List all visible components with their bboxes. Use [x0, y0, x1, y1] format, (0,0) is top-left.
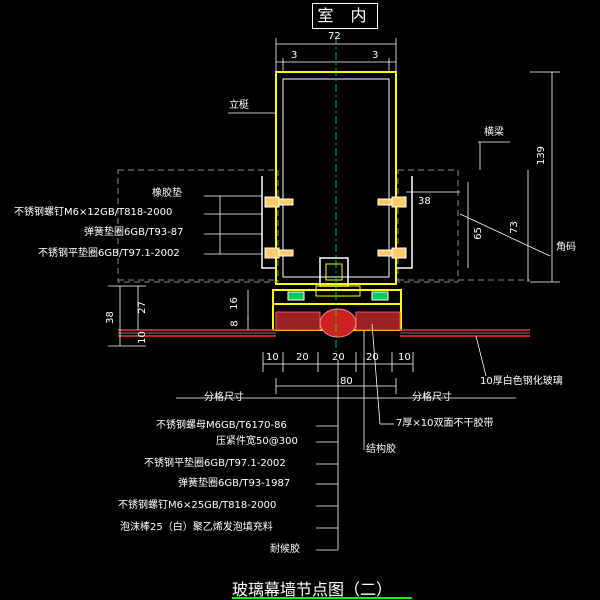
label-spring-washer: 弹簧垫圈6GB/T93-1987 — [178, 478, 291, 489]
dim-8: 8 — [229, 320, 241, 327]
dim-65: 65 — [472, 227, 484, 240]
transom-profile — [117, 169, 530, 283]
label-flat-washer-2002: 不锈钢平垫圈6GB/T97.1-2002 — [38, 248, 180, 259]
press-clip — [287, 285, 389, 301]
dim-3-left: 3 — [291, 50, 298, 61]
dim-38-inner: 38 — [418, 196, 431, 207]
label-corner-code: 角码 — [556, 242, 576, 253]
leader-lines — [204, 112, 551, 551]
dimension-lines — [108, 38, 560, 410]
dim-27: 27 — [136, 301, 148, 314]
dim-3-right: 3 — [372, 50, 379, 61]
label-weather-seal: 耐候胶 — [270, 544, 300, 555]
corner-bracket — [261, 176, 413, 269]
dim-10-b: 10 — [398, 352, 411, 363]
label-screw-12: 不锈钢螺钉M6×12GB/T818-2000 — [14, 207, 173, 218]
page-title: 室 内 — [312, 3, 378, 29]
bolt-group — [264, 196, 407, 259]
label-structural-glue: 结构胶 — [366, 444, 396, 455]
label-grid-left: 分格尺寸 — [204, 392, 244, 403]
label-transom: 横梁 — [484, 127, 504, 138]
title-underline — [232, 597, 412, 599]
dim-139: 139 — [536, 145, 548, 166]
label-foam-rod: 泡沫棒25（白）聚乙烯发泡填充料 — [120, 522, 273, 533]
label-glass: 10厚白色钢化玻璃 — [480, 376, 563, 387]
dim-80: 80 — [340, 376, 353, 387]
label-rubber-pad: 橡胶垫 — [152, 188, 182, 199]
label-screw-25: 不锈钢螺钉M6×25GB/T818-2000 — [118, 500, 277, 511]
label-mullion: 立梃 — [229, 100, 249, 111]
drawing-title: 玻璃幕墙节点图（二） — [232, 580, 393, 599]
glass-pane — [118, 329, 530, 337]
dim-10-left: 10 — [136, 331, 148, 344]
dim-73: 73 — [508, 221, 520, 234]
dim-20-a: 20 — [296, 352, 309, 363]
label-nut: 不锈钢螺母M6GB/T6170-86 — [156, 420, 287, 431]
label-grid-right: 分格尺寸 — [412, 392, 452, 403]
label-flat-washer: 不锈钢平垫圈6GB/T97.1-2002 — [144, 458, 286, 469]
dim-38-left: 38 — [104, 311, 116, 324]
dim-10-a: 10 — [266, 352, 279, 363]
label-press-plate: 压紧件宽50@300 — [216, 436, 298, 447]
dim-16: 16 — [228, 297, 240, 310]
label-spring-washer-87: 弹簧垫圈6GB/T93-87 — [84, 227, 184, 238]
dim-20-b: 20 — [332, 352, 345, 363]
structural-glue — [275, 308, 401, 338]
dim-20-c: 20 — [366, 352, 379, 363]
dim-72: 72 — [328, 31, 341, 42]
label-tape: 7厚×10双面不干胶带 — [396, 418, 494, 429]
